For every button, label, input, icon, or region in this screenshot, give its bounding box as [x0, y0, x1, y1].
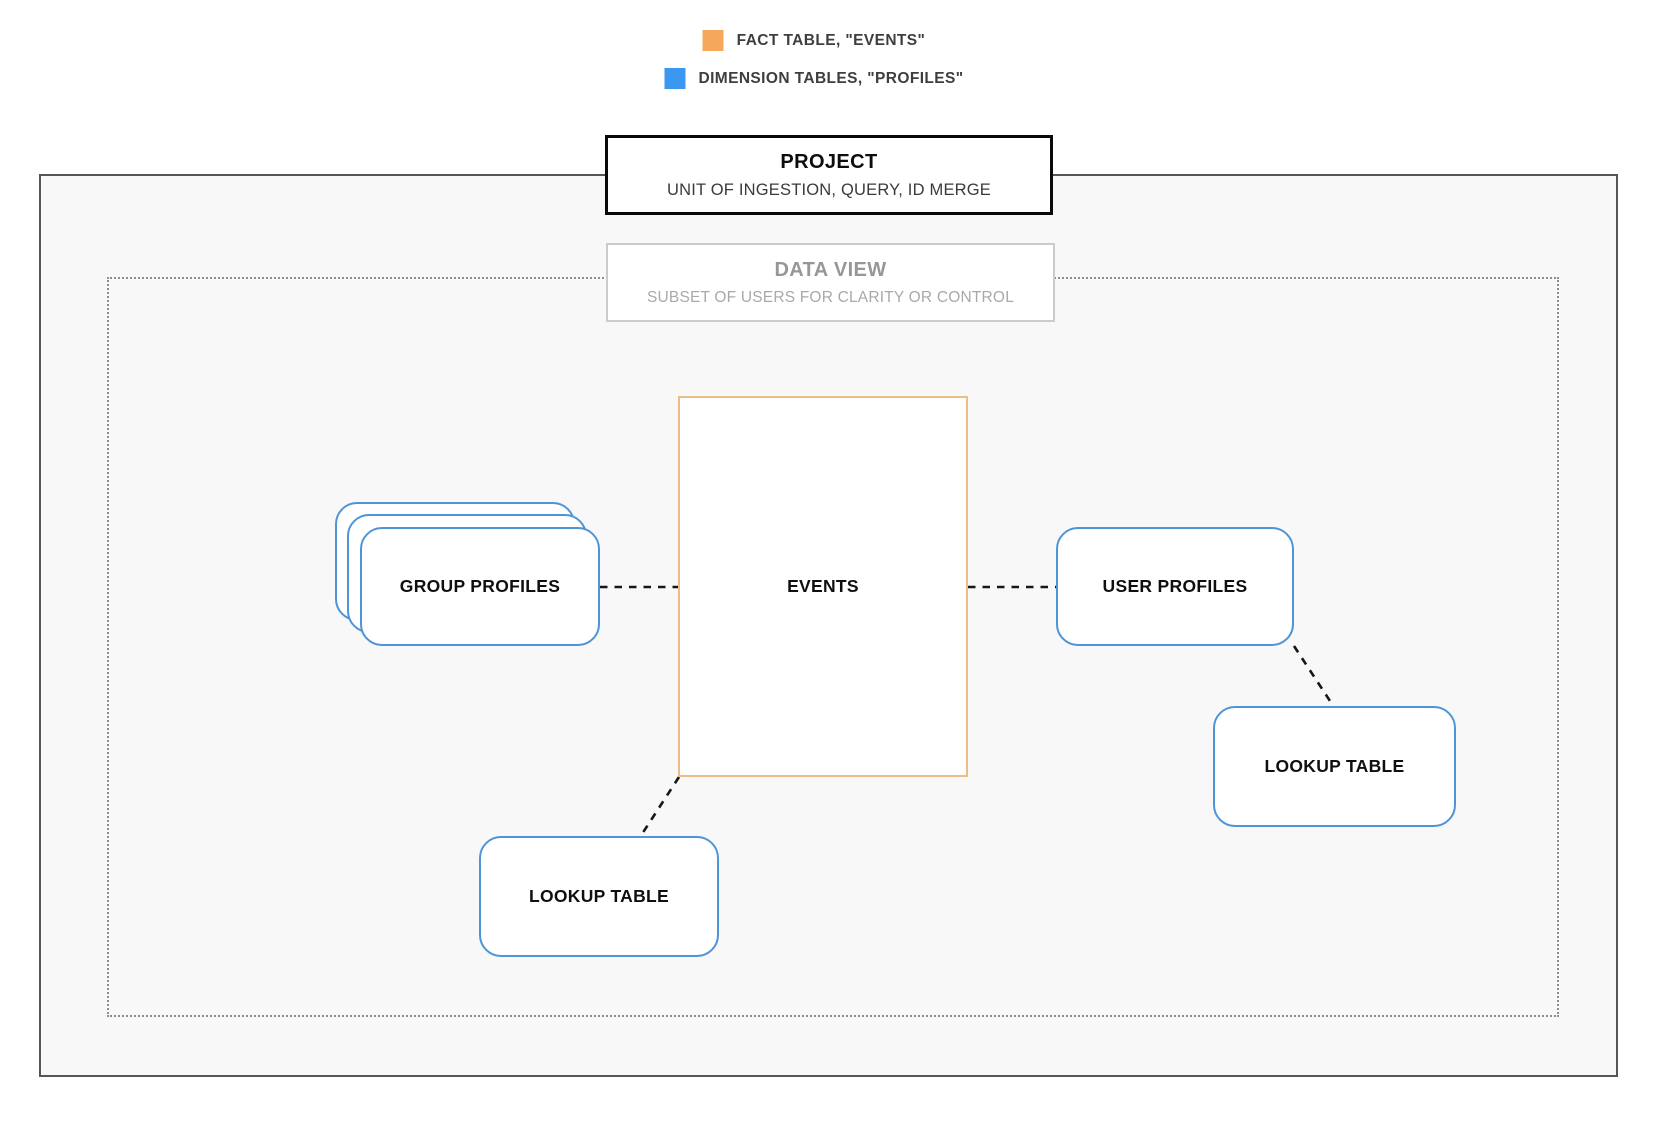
node-user-profiles: USER PROFILES [1056, 527, 1294, 646]
legend: FACT TABLE, "EVENTS" DIMENSION TABLES, "… [664, 30, 963, 89]
legend-label: DIMENSION TABLES, "PROFILES" [698, 69, 964, 87]
data-view-title-box: DATA VIEW SUBSET OF USERS FOR CLARITY OR… [606, 243, 1055, 322]
node-user-profiles-label: USER PROFILES [1102, 576, 1248, 596]
node-group-profiles-label: GROUP PROFILES [399, 576, 561, 596]
node-lookup-table-right: LOOKUP TABLE [1213, 706, 1456, 827]
node-lookup-table-right-label: LOOKUP TABLE [1264, 756, 1405, 776]
node-group-profiles: GROUP PROFILES [360, 527, 600, 646]
project-title-box: PROJECT UNIT OF INGESTION, QUERY, ID MER… [605, 135, 1053, 215]
fact-table-color-swatch [702, 30, 724, 51]
dimension-tables-color-swatch [664, 68, 686, 89]
node-lookup-table-left: LOOKUP TABLE [479, 836, 719, 957]
data-view-title: DATA VIEW [774, 258, 887, 281]
legend-item-dimension-tables: DIMENSION TABLES, "PROFILES" [664, 68, 963, 89]
legend-item-fact-table: FACT TABLE, "EVENTS" [702, 30, 926, 51]
project-subtitle: UNIT OF INGESTION, QUERY, ID MERGE [666, 180, 991, 199]
data-view-subtitle: SUBSET OF USERS FOR CLARITY OR CONTROL [646, 288, 1015, 306]
node-events: EVENTS [678, 396, 968, 777]
node-lookup-table-left-label: LOOKUP TABLE [528, 886, 670, 906]
node-events-label: EVENTS [787, 576, 859, 596]
legend-label: FACT TABLE, "EVENTS" [736, 31, 926, 49]
project-title: PROJECT [780, 150, 878, 173]
